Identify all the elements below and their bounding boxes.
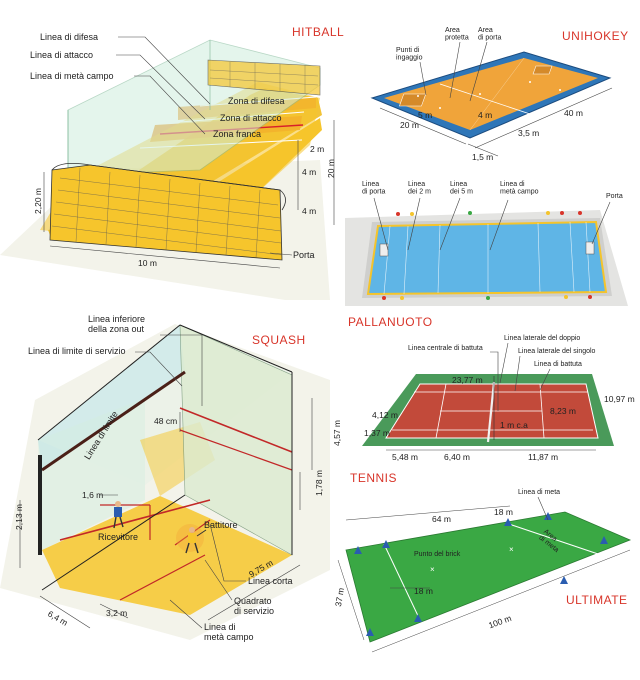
dim-squash-32m: 3,2 m <box>106 608 127 618</box>
title-unihockey: UNIHOKEY <box>562 29 629 43</box>
title-pallanuoto: PALLANUOTO <box>348 315 433 329</box>
dim-squash-457m: 4,57 m <box>332 420 342 446</box>
dim-tennis-2377: 23,77 m <box>452 375 483 385</box>
label-zona-attacco: Zona di attacco <box>220 113 282 123</box>
label-pn-porta: Porta <box>606 193 623 200</box>
dim-ultimate-18m-b: 18 m <box>414 586 433 596</box>
dim-tennis-137: 1,37 m <box>364 428 390 438</box>
label-tennis-singolo: Linea laterale del singolo <box>518 348 596 355</box>
label-ultimate-meta: Linea di meta <box>518 489 560 496</box>
dim-ultimate-100m: 100 m <box>487 613 513 630</box>
dim-tennis-1097: 10,97 m <box>604 394 635 404</box>
label-ricevitore: Ricevitore <box>98 532 138 542</box>
unihockey-goal-area-left <box>399 93 427 107</box>
dim-tennis-1187: 11,87 m <box>528 452 558 462</box>
hitball-panel: Zona di difesa Zona di attacco Zona fran… <box>0 25 344 300</box>
pool-goal-right <box>585 241 595 255</box>
dim-squash-178m: 1,78 m <box>314 470 324 496</box>
dim-hitball-20m: 20 m <box>326 159 336 178</box>
dim-tennis-640: 6,40 m <box>444 452 470 462</box>
dim-squash-48cm: 48 cm <box>154 416 177 426</box>
dim-tennis-548: 5,48 m <box>392 452 418 462</box>
dim-hitball-4m-a: 4 m <box>302 167 316 177</box>
dim-uni-4m: 4 m <box>478 110 492 120</box>
label-zona-difesa: Zona di difesa <box>228 96 285 106</box>
pool-water <box>366 220 608 296</box>
title-squash: SQUASH <box>252 333 306 347</box>
dim-squash-213m: 2,13 m <box>14 504 24 530</box>
tennis-panel: Linea centrale di battuta Linea laterale… <box>350 335 635 485</box>
label-punto-brick: Punto del brick <box>414 551 461 558</box>
dim-uni-5m: 5 m <box>418 110 432 120</box>
squash-battitore-figure <box>176 524 207 554</box>
ultimate-panel: Linea di meta Areadi meta Punto del bric… <box>333 489 632 653</box>
label-tennis-doppio: Linea laterale del doppio <box>504 335 580 342</box>
unihockey-goal-area-right <box>532 65 553 75</box>
dim-hitball-220m: 2,20 m <box>33 188 43 214</box>
dim-ultimate-37m: 37 m <box>333 587 346 607</box>
tennis-net <box>486 381 496 443</box>
label-zona-franca: Zona franca <box>213 129 261 139</box>
unihockey-floor <box>384 58 598 130</box>
label-battitore: Battitore <box>204 520 238 530</box>
title-tennis: TENNIS <box>350 471 397 485</box>
label-linea-meta: Linea di metà campo <box>30 71 114 81</box>
squash-side-wall <box>38 325 185 470</box>
dim-tennis-823: 8,23 m <box>550 406 576 416</box>
ultimate-field <box>345 511 632 643</box>
label-linea-corta: Linea corta <box>248 576 293 586</box>
dim-hitball-2m: 2 m <box>310 144 324 154</box>
dim-hitball-10m: 10 m <box>138 258 157 268</box>
ultimate-cones <box>354 512 608 636</box>
label-tennis-centrale: Linea centrale di battuta <box>408 345 483 352</box>
dim-ultimate-64m: 64 m <box>432 514 451 524</box>
hitball-goal-near <box>49 162 286 261</box>
title-hitball: HITBALL <box>292 25 344 39</box>
dim-tennis-412: 4,12 m <box>372 410 398 420</box>
squash-floor <box>42 496 292 615</box>
dim-uni-40m: 40 m <box>564 108 583 118</box>
squash-ricevitore-figure <box>113 501 124 529</box>
label-limite-servizio: Linea di limite di servizio <box>28 346 126 356</box>
dim-squash-64m: 6,4 m <box>46 609 69 628</box>
svg-text:×: × <box>430 565 435 574</box>
dim-uni-15m: 1,5 m <box>472 152 493 162</box>
dim-uni-35m: 3,5 m <box>518 128 539 138</box>
dim-ultimate-18m-a: 18 m <box>494 507 513 517</box>
title-ultimate: ULTIMATE <box>566 593 628 607</box>
label-linea-attacco: Linea di attacco <box>30 50 93 60</box>
label-tennis-battuta: Linea di battuta <box>534 361 582 368</box>
svg-text:×: × <box>509 545 514 554</box>
dim-tennis-1mca: 1 m c.a <box>500 420 528 430</box>
dim-squash-16m: 1,6 m <box>82 490 103 500</box>
dim-uni-20m: 20 m <box>400 120 419 130</box>
label-hitball-porta: Porta <box>293 250 315 260</box>
label-linea-difesa: Linea di difesa <box>40 32 98 42</box>
hitball-goal-far <box>207 59 321 96</box>
dim-hitball-4m-b: 4 m <box>302 206 316 216</box>
